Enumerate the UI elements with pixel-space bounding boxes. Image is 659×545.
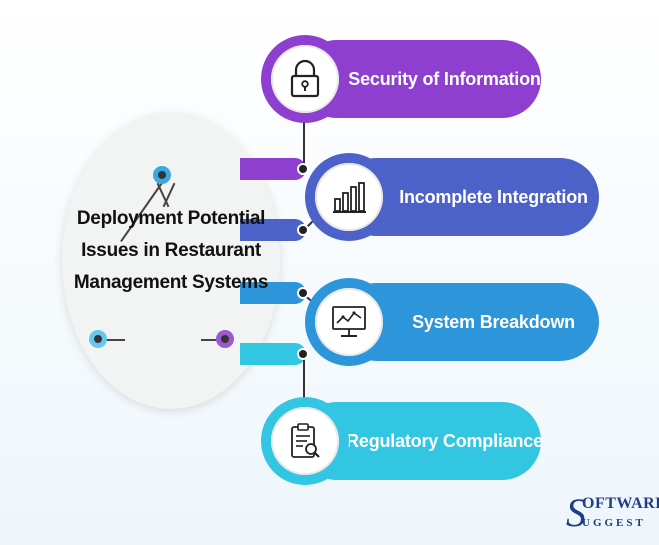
connector-compliance <box>303 354 305 406</box>
item-breakdown-ring <box>305 278 393 366</box>
item-compliance-ring <box>261 397 349 485</box>
hub-line-right <box>201 339 225 341</box>
item-compliance-label: Regulatory Compliance <box>346 430 543 451</box>
lock-icon <box>290 59 320 98</box>
stub-compliance <box>240 343 306 365</box>
connector-security <box>303 118 305 170</box>
hub-node-right <box>216 330 234 348</box>
logo-bottom-text: UGGEST <box>582 517 646 529</box>
item-integration-label: Incomplete Integration <box>399 186 588 207</box>
item-security-ring <box>261 35 349 123</box>
hub-title-line-1: Deployment Potential <box>76 208 266 229</box>
monitor-chart-icon <box>332 306 366 337</box>
logo-initial: S <box>566 490 586 535</box>
stub-dot-integration <box>299 226 307 234</box>
softwaresuggest-logo: S OFTWARE® UGGEST <box>566 490 659 539</box>
logo-top-text: OFTWARE® <box>582 495 659 512</box>
item-integration-ring <box>305 153 393 241</box>
clipboard-search-icon <box>291 423 320 458</box>
bar-chart-icon <box>333 182 366 213</box>
hub-node-left <box>89 330 107 348</box>
hub-title: Deployment Potential Issues in Restauran… <box>62 203 280 299</box>
hub-title-line-3: Management Systems <box>73 272 269 293</box>
stub-dot-security <box>299 165 307 173</box>
stub-integration <box>240 219 306 241</box>
item-security-label: Security of Information <box>348 68 541 89</box>
hub-line-left <box>101 339 125 341</box>
stub-dot-compliance <box>299 350 307 358</box>
stub-dot-breakdown <box>299 289 307 297</box>
item-breakdown-label: System Breakdown <box>412 311 575 332</box>
stub-security <box>240 158 306 180</box>
stub-breakdown <box>240 282 306 304</box>
hub-title-line-2: Issues in Restaurant <box>81 240 261 261</box>
hub-node-top <box>153 166 171 184</box>
